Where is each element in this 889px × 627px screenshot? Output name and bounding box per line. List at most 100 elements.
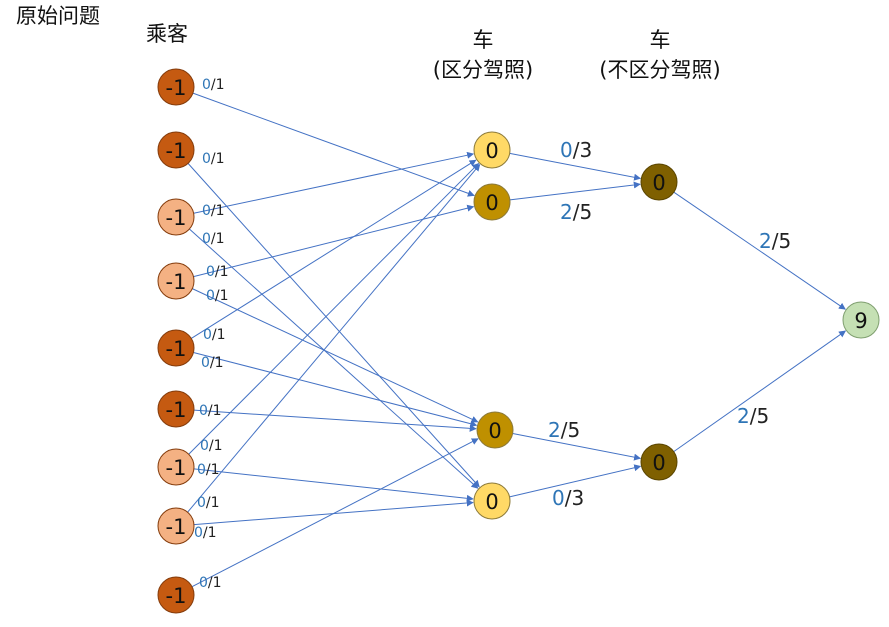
passenger-car-edge <box>187 163 480 488</box>
edge-flow-value: 0 <box>206 288 215 304</box>
edge-capacity-value: /1 <box>211 151 225 167</box>
edge-flow-value: 2 <box>759 229 772 253</box>
passenger-node-circle <box>157 576 195 614</box>
passenger-column-header: 乘客 <box>146 22 188 46</box>
edge-capacity-value: /1 <box>208 403 222 419</box>
passenger-car-edge <box>192 288 479 423</box>
capacity-edge <box>512 432 642 461</box>
capacity-edge-label: 0/3 <box>560 138 592 162</box>
edge-capacity-value: /1 <box>211 231 225 247</box>
passenger-edge-label: 0/1 <box>199 403 222 419</box>
car-distinct-license-header: 车 (区分驾照) <box>411 25 555 85</box>
edge-flow-value: 0 <box>199 403 208 419</box>
capacity-edge <box>509 464 642 498</box>
passenger-node-circle <box>157 390 195 428</box>
passenger-car-edge <box>191 438 479 588</box>
car-node: 0 <box>473 131 511 169</box>
passenger-node-value: -1 <box>166 337 187 361</box>
passenger-car-edge <box>187 164 481 513</box>
car-distinct-line1: 车 <box>472 28 494 52</box>
car-node-value: 0 <box>488 419 501 443</box>
passenger-car-edge <box>190 159 477 339</box>
edge-flow-value: 0 <box>202 231 211 247</box>
edge-flow-value: 0 <box>200 438 209 454</box>
passenger-car-edge <box>193 204 475 278</box>
car-node-circle <box>476 411 514 449</box>
passenger-edge-label: 0/1 <box>194 525 217 541</box>
passenger-node: -1 <box>157 390 195 428</box>
edge-capacity-value: /5 <box>750 404 769 428</box>
edge-flow-value: 2 <box>560 200 573 224</box>
car-no-distinct-license-header: 车 (不区分驾照) <box>583 25 737 85</box>
edge-capacity-value: /3 <box>573 138 592 162</box>
passenger-node-circle <box>157 507 195 545</box>
capacity-edge <box>509 181 641 201</box>
passenger-node: -1 <box>157 68 195 106</box>
edge-capacity-value: /1 <box>211 203 225 219</box>
car-node-value: 0 <box>485 191 498 215</box>
car-node-circle <box>473 183 511 221</box>
edge-capacity-value: /1 <box>211 77 225 93</box>
car-distinct-line2: (区分驾照) <box>432 58 534 82</box>
edge-flow-value: 0 <box>202 151 211 167</box>
passenger-car-edge <box>193 351 478 428</box>
passenger-edge-label: 0/1 <box>206 288 229 304</box>
edge-flow-value: 0 <box>201 355 210 371</box>
capacity-edge-label: 2/5 <box>737 404 769 428</box>
car-node-circle <box>473 131 511 169</box>
car-node: 0 <box>473 183 511 221</box>
passenger-car-edge <box>193 409 477 432</box>
passenger-edge-label: 0/1 <box>201 355 224 371</box>
passenger-car-edge <box>188 162 480 455</box>
passenger-node-circle <box>157 262 195 300</box>
car-node-circle <box>473 482 511 520</box>
edge-capacity-value: /1 <box>206 495 220 511</box>
edge-capacity-value: /1 <box>215 264 229 280</box>
passenger-edge-label: 0/1 <box>203 327 226 343</box>
edge-flow-value: 0 <box>203 327 212 343</box>
capacity-edge-label: 2/5 <box>759 229 791 253</box>
edge-capacity-value: /1 <box>203 525 217 541</box>
sink-node-value: 9 <box>854 309 867 333</box>
passenger-node: -1 <box>157 576 195 614</box>
edge-flow-value: 0 <box>197 495 206 511</box>
passenger-edge-label: 0/1 <box>199 575 222 591</box>
edge-flow-value: 0 <box>199 575 208 591</box>
edge-flow-value: 0 <box>560 138 573 162</box>
passenger-node-value: -1 <box>166 584 187 608</box>
passenger-node-value: -1 <box>166 139 187 163</box>
edge-capacity-value: /1 <box>209 438 223 454</box>
car-node-value: 0 <box>485 490 498 514</box>
edge-capacity-value: /1 <box>206 462 220 478</box>
car-node: 0 <box>473 482 511 520</box>
passenger-node-value: -1 <box>166 456 187 480</box>
vehicle-node: 0 <box>640 443 678 481</box>
passenger-node-circle <box>157 131 195 169</box>
passenger-edge-label: 0/1 <box>197 495 220 511</box>
edge-capacity-value: /1 <box>215 288 229 304</box>
edge-capacity-value: /1 <box>212 327 226 343</box>
passenger-node-value: -1 <box>166 270 187 294</box>
vehicle-node: 0 <box>640 163 678 201</box>
passenger-node: -1 <box>157 131 195 169</box>
passenger-node-value: -1 <box>166 515 187 539</box>
edge-flow-value: 0 <box>197 462 206 478</box>
passenger-node: -1 <box>157 262 195 300</box>
passenger-car-edge <box>193 151 475 214</box>
edge-capacity-value: /5 <box>561 418 580 442</box>
edge-capacity-value: /5 <box>573 200 592 224</box>
edge-capacity-value: /1 <box>208 575 222 591</box>
edge-flow-value: 0 <box>552 486 565 510</box>
passenger-node: -1 <box>157 507 195 545</box>
edge-flow-value: 2 <box>548 418 561 442</box>
passenger-edge-label: 0/1 <box>202 231 225 247</box>
passenger-edge-label: 0/1 <box>206 264 229 280</box>
passenger-node: -1 <box>157 198 195 236</box>
passenger-edge-label: 0/1 <box>202 77 225 93</box>
car-nodistinct-line1: 车 <box>649 28 671 52</box>
vehicle-node-circle <box>640 443 678 481</box>
passenger-car-edge <box>193 468 474 502</box>
edge-flow-value: 0 <box>194 525 203 541</box>
passenger-node-value: -1 <box>166 76 187 100</box>
